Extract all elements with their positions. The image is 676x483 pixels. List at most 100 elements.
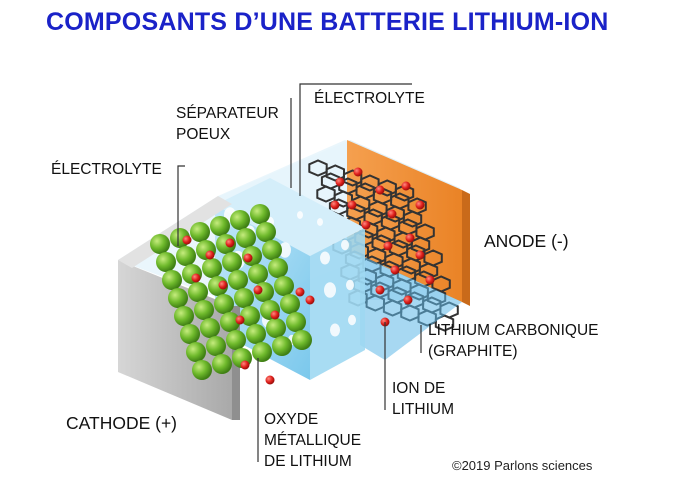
graphite-hexagon: [350, 195, 371, 213]
oxide-label-line3: DE LITHIUM: [264, 453, 352, 470]
lithium-ion: [243, 253, 253, 263]
lithium-ion: [218, 280, 228, 290]
cathode-sphere: [226, 330, 246, 350]
lithium-ion: [265, 375, 275, 385]
oxide-label-line1: OXYDE: [264, 411, 319, 428]
cathode-sphere: [236, 228, 256, 248]
lithium-ion: [305, 295, 315, 305]
cathode-sphere: [222, 252, 242, 272]
graphite-hexagon: [360, 174, 380, 192]
cathode-sphere: [274, 276, 294, 296]
lithium-ion: [383, 241, 393, 251]
graphite-hexagon: [377, 179, 397, 197]
graphite-hexagon: [308, 159, 328, 177]
cathode-sphere: [252, 342, 272, 362]
pore: [346, 279, 354, 291]
cathode-sphere: [286, 312, 306, 332]
cathode-sphere: [248, 264, 268, 284]
cathode-sphere: [174, 306, 194, 326]
pore: [341, 239, 349, 251]
pore: [330, 323, 340, 337]
cathode-label: CATHODE (+): [66, 413, 177, 433]
cathode-sphere: [156, 252, 176, 272]
cathode-sphere: [194, 300, 214, 320]
graphite-label-line2: (GRAPHITE): [428, 343, 518, 360]
cathode-sphere: [262, 240, 282, 260]
lithium-ion: [387, 209, 397, 219]
lithium-ion: [205, 250, 215, 260]
lithium-ion: [295, 287, 305, 297]
lithium-ion: [335, 177, 345, 187]
cathode-sphere: [202, 258, 222, 278]
lithium-ion: [270, 310, 280, 320]
lithium-ion: [361, 220, 371, 230]
lithium-ion: [375, 185, 385, 195]
copyright-text: ©2019 Parlons sciences: [452, 458, 593, 473]
pore: [324, 282, 336, 298]
cathode-sphere: [234, 288, 254, 308]
lithium-ion: [405, 233, 415, 243]
separator-label-line1: SÉPARATEUR: [176, 105, 279, 122]
callout-lines: [177, 83, 422, 462]
cathode-sphere: [206, 336, 226, 356]
anode-label: ANODE (-): [484, 231, 569, 251]
pore: [320, 251, 330, 265]
pore: [317, 218, 323, 226]
cathode-sphere: [210, 216, 230, 236]
lithium-ion-label-line1: ION DE: [392, 380, 446, 397]
cathode-sphere: [200, 318, 220, 338]
cathode-sphere: [240, 306, 260, 326]
cathode-sphere: [228, 270, 248, 290]
lithium-ion: [225, 238, 235, 248]
lithium-ion-label-line2: LITHIUM: [392, 401, 454, 418]
cathode-sphere: [230, 210, 250, 230]
cathode-sphere: [268, 258, 288, 278]
graphite-hexagon: [401, 257, 421, 275]
electrolyte-right-label: ÉLECTROLYTE: [314, 90, 425, 107]
cathode-sphere: [162, 270, 182, 290]
lithium-ion: [253, 285, 263, 295]
cathode-sphere: [266, 318, 286, 338]
graphite-hexagon: [402, 210, 423, 228]
pore: [279, 242, 291, 258]
lithium-ions: [182, 167, 435, 385]
graphite-label-line1: LITHIUM CARBONIQUE: [428, 322, 599, 339]
cathode-sphere: [176, 246, 196, 266]
lithium-ion: [403, 295, 413, 305]
cathode-sphere: [272, 336, 292, 356]
lithium-ion: [347, 200, 357, 210]
separator-label-line2: POEUX: [176, 126, 231, 143]
cathode-sphere: [180, 324, 200, 344]
cathode-sphere: [188, 282, 208, 302]
cathode-sphere: [214, 294, 234, 314]
lithium-ion: [415, 250, 425, 260]
cathode-sphere: [150, 234, 170, 254]
graphite-hexagon: [333, 190, 353, 208]
cathode-sphere: [220, 312, 240, 332]
page-title: COMPOSANTS D’UNE BATTERIE LITHIUM-ION: [46, 8, 609, 36]
lithium-ion: [375, 285, 385, 295]
cathode-sphere: [250, 204, 270, 224]
graphite-hexagon: [368, 200, 388, 218]
graphite-hexagon: [385, 205, 405, 223]
lithium-ion: [191, 273, 201, 283]
cathode-sphere: [256, 222, 276, 242]
cathode-sphere: [292, 330, 312, 350]
lithium-ion: [330, 200, 340, 210]
cathode-sphere: [246, 324, 266, 344]
cathode-sphere: [186, 342, 206, 362]
pore: [297, 211, 303, 219]
lithium-ion: [425, 275, 435, 285]
lithium-ion: [182, 235, 192, 245]
lithium-ion: [390, 265, 400, 275]
lithium-ion: [353, 167, 363, 177]
lithium-ion: [415, 200, 425, 210]
pore: [348, 314, 356, 326]
cathode-sphere: [168, 288, 188, 308]
cathode-sphere: [212, 354, 232, 374]
cathode-sphere: [280, 294, 300, 314]
graphite-hexagon: [325, 164, 345, 182]
cathode-sphere: [192, 360, 212, 380]
lithium-ion: [401, 181, 411, 191]
